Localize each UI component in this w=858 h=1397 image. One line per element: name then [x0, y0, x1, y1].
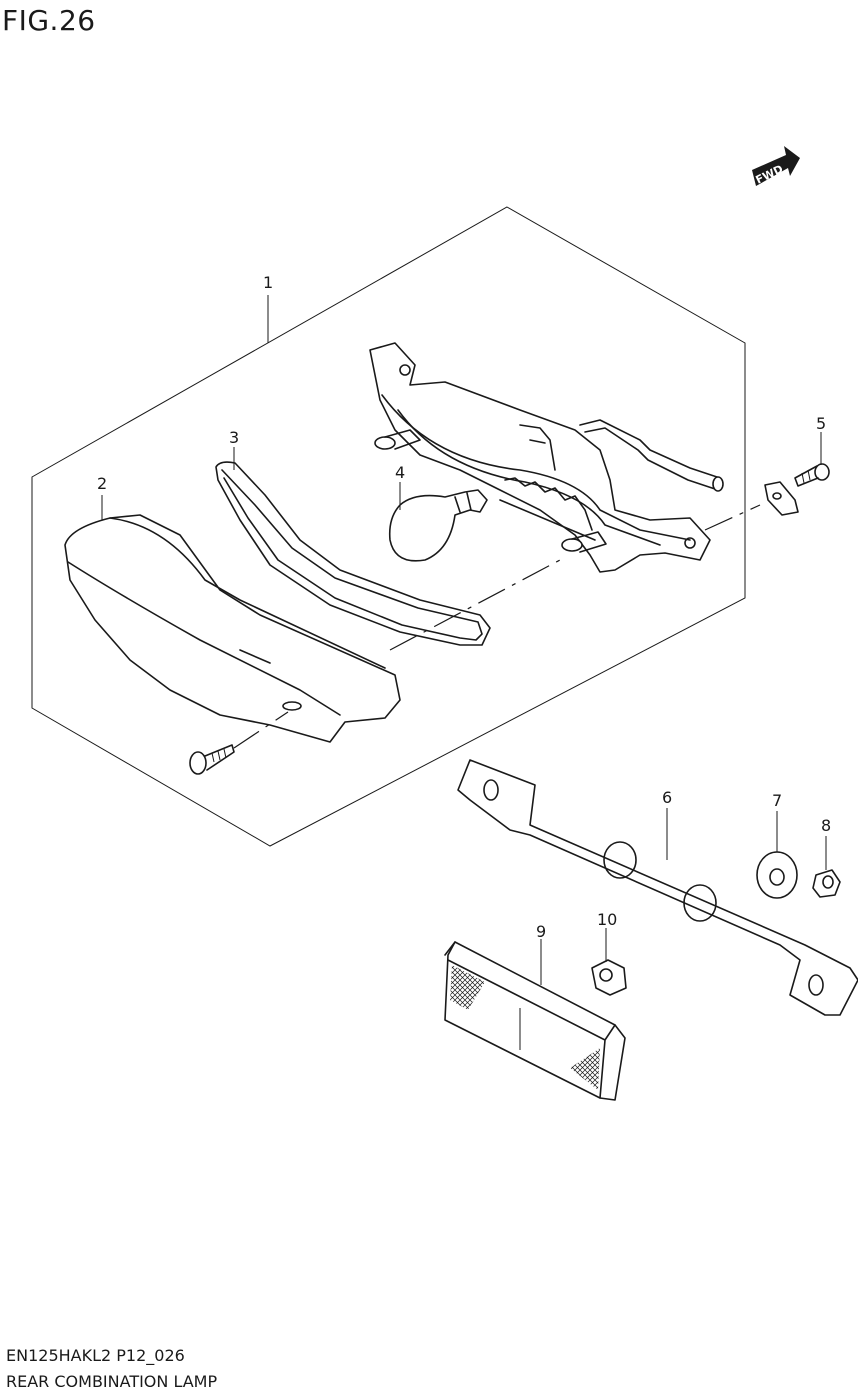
bulb — [388, 489, 488, 562]
lamp-housing — [369, 342, 724, 573]
callout-1: 1 — [263, 273, 273, 292]
reflector — [444, 941, 626, 1101]
callout-7: 7 — [772, 791, 782, 810]
callout-8: 8 — [821, 816, 831, 835]
callout-9: 9 — [536, 922, 546, 941]
fwd-arrow-icon: FWD — [752, 146, 800, 187]
mount-screw-clip — [764, 463, 830, 516]
nut — [812, 869, 841, 898]
lens-screw — [189, 744, 235, 775]
section-name: REAR COMBINATION LAMP — [6, 1372, 218, 1391]
callout-2: 2 — [97, 474, 107, 493]
callout-leaders — [101, 295, 827, 985]
reflector-nut — [591, 959, 627, 996]
callout-10: 10 — [597, 910, 617, 929]
assembly-outline — [31, 206, 746, 847]
lamp-lens — [64, 514, 401, 743]
model-code: EN125HAKL2 P12_026 — [6, 1346, 185, 1365]
callout-3: 3 — [229, 428, 239, 447]
callout-4: 4 — [395, 463, 405, 482]
callout-6: 6 — [662, 788, 672, 807]
lamp-gasket — [215, 461, 491, 646]
figure-title: FIG.26 — [2, 4, 96, 37]
reflector-bracket — [457, 759, 858, 1016]
callout-5: 5 — [816, 414, 826, 433]
washer — [756, 851, 798, 899]
